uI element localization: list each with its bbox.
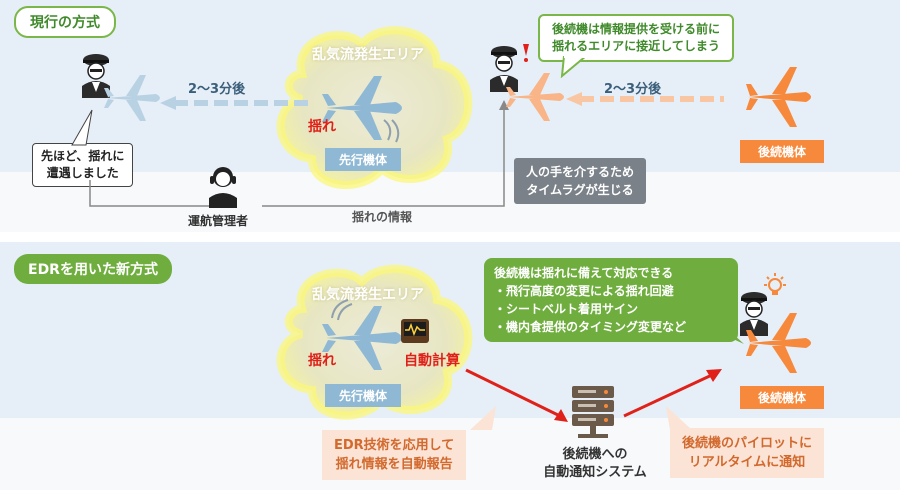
- lead-aircraft-edr-icon: [322, 306, 402, 370]
- lead-aircraft-icon: [322, 76, 402, 140]
- pilot-speech-line1: 先ほど、揺れに: [41, 149, 125, 163]
- warning-note-tail: [560, 56, 588, 78]
- timelag-note: 人の手を介するため タイムラグが生じる: [514, 158, 647, 204]
- cloud-title: 乱気流発生エリア: [312, 47, 424, 63]
- server-icon: [572, 386, 614, 438]
- benefit-note-tail: [700, 324, 744, 344]
- timelag-line1: 人の手を介するため: [526, 165, 635, 179]
- realtime-note-tail: [666, 406, 692, 430]
- benefit-heading: 後続機は揺れに備えて対応できる: [494, 266, 674, 280]
- lead-aircraft-edr-label: 先行機体: [325, 384, 402, 407]
- realtime-note: 後続機のパイロットに リアルタイムに通知: [670, 428, 825, 478]
- warning-note: 後続機は情報提供を受ける前に 揺れるエリアに接近してしまう: [538, 14, 735, 62]
- system-line2: 自動通知システム: [543, 465, 647, 480]
- shake-lines-icon: [383, 119, 400, 143]
- benefit-item-2: ・シートベルト着用サイン: [494, 302, 639, 316]
- auto-report-arrows: [465, 368, 722, 422]
- shake-lines-edr-icon: [331, 299, 353, 321]
- cloud-title-edr: 乱気流発生エリア: [312, 287, 424, 303]
- auto-notify-system-label: 後続機への 自動通知システム: [540, 446, 650, 482]
- pilot-icon: [82, 54, 110, 98]
- delay-left-label: 2～3分後: [188, 82, 246, 97]
- approaching-aircraft-icon: [506, 73, 564, 121]
- lead-aircraft-label: 先行機体: [325, 148, 402, 171]
- delay-arrow-left: [160, 96, 308, 110]
- edr-note-tail: [470, 406, 496, 430]
- dispatcher-label: 運航管理者: [188, 214, 249, 228]
- following-aircraft-label: 後続機体: [740, 140, 825, 163]
- following-aircraft-edr-label: 後続機体: [740, 386, 825, 409]
- info-flow-lines: [89, 100, 509, 207]
- pilot-speech-line2: 遭遇しました: [46, 166, 119, 180]
- warning-line1: 後続機は情報提供を受ける前に: [552, 22, 721, 36]
- alerted-pilot-icon: [490, 44, 529, 92]
- timelag-line2: タイムラグが生じる: [526, 183, 634, 197]
- benefit-note: 後続機は揺れに備えて対応できる ・飛行高度の変更による揺れ回避 ・シートベルト着…: [484, 258, 738, 342]
- shake-label: 揺れ: [308, 119, 336, 135]
- warning-line2: 揺れるエリアに接近してしまう: [552, 39, 720, 53]
- pilot-speech-tail: [71, 109, 93, 146]
- delay-right-label: 2～3分後: [604, 82, 662, 97]
- current-method-ground: [0, 172, 900, 232]
- current-method-title: 現行の方式: [14, 6, 116, 38]
- edr-line1: EDR技術を応用して: [334, 438, 455, 453]
- system-line1: 後続機への: [562, 447, 628, 462]
- edr-note: EDR技術を応用して 揺れ情報を自動報告: [322, 430, 467, 480]
- delay-arrow-right: [566, 92, 724, 106]
- lightbulb-icon: [764, 273, 786, 295]
- passed-aircraft-icon: [104, 75, 160, 121]
- new-method-title: EDRを用いた新方式: [14, 254, 172, 284]
- dispatcher-icon: [209, 167, 237, 208]
- benefit-item-1: ・飛行高度の変更による揺れ回避: [494, 284, 674, 298]
- realtime-line1: 後続機のパイロットに: [682, 436, 813, 451]
- auto-calc-label: 自動計算: [404, 353, 460, 369]
- edr-line2: 揺れ情報を自動報告: [335, 457, 453, 472]
- following-aircraft-edr-icon: [746, 313, 811, 373]
- info-label: 揺れの情報: [352, 210, 413, 224]
- shake-label-edr: 揺れ: [308, 353, 336, 369]
- edr-device-icon: [401, 319, 429, 343]
- following-aircraft-icon: [746, 67, 811, 127]
- realtime-line2: リアルタイムに通知: [688, 455, 806, 470]
- benefit-item-3: ・機内食提供のタイミング変更など: [494, 320, 687, 334]
